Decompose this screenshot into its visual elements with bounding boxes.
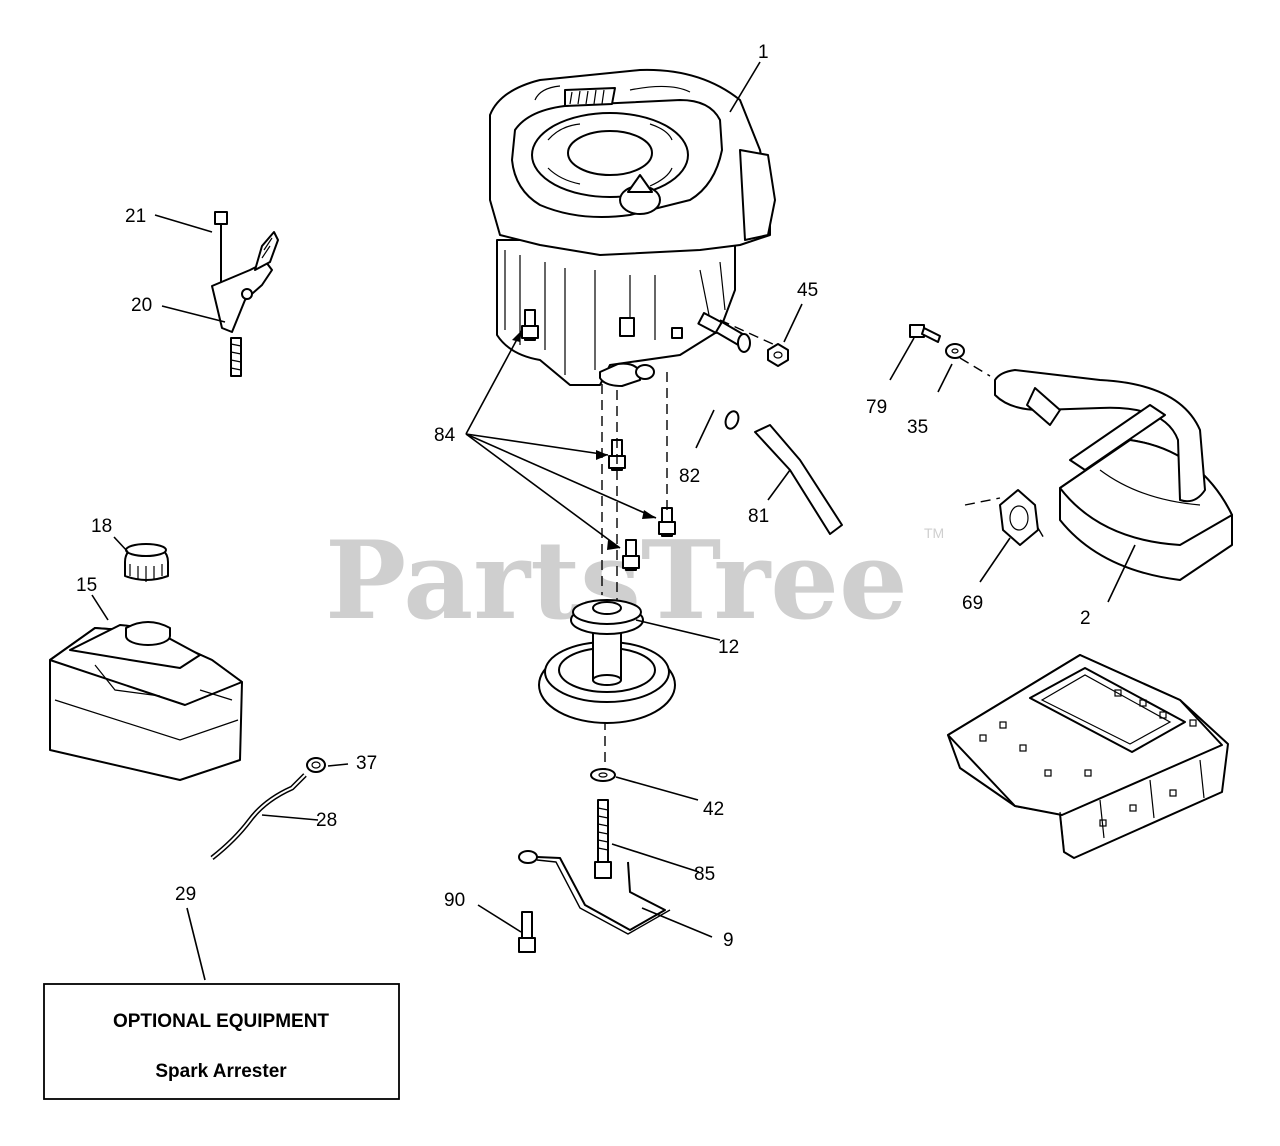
callout-82: 82 bbox=[679, 466, 700, 487]
callout-1: 1 bbox=[758, 42, 769, 63]
callout-37: 37 bbox=[356, 753, 377, 774]
callout-12: 12 bbox=[718, 637, 739, 658]
pulley-bolt[interactable] bbox=[594, 799, 612, 879]
optional-equipment-title: OPTIONAL EQUIPMENT bbox=[113, 1011, 329, 1032]
callout-81: 81 bbox=[748, 506, 769, 527]
callout-90: 90 bbox=[444, 890, 465, 911]
callout-29: 29 bbox=[175, 884, 196, 905]
callout-20: 20 bbox=[131, 295, 152, 316]
callout-2: 2 bbox=[1080, 608, 1091, 629]
callout-84: 84 bbox=[434, 425, 456, 446]
engine[interactable] bbox=[489, 68, 776, 387]
bracket-rod[interactable] bbox=[518, 850, 671, 935]
engine-mount-plate[interactable] bbox=[947, 654, 1229, 859]
callout-35: 35 bbox=[907, 417, 928, 438]
callout-21: 21 bbox=[125, 206, 146, 227]
callout-28: 28 bbox=[316, 810, 337, 831]
leader-lines bbox=[91, 61, 1136, 981]
watermark-trademark: TM bbox=[924, 525, 944, 541]
fuel-cap[interactable] bbox=[124, 543, 169, 582]
optional-equipment-box: OPTIONAL EQUIPMENT Spark Arrester bbox=[43, 983, 400, 1100]
fuel-tank[interactable] bbox=[49, 621, 243, 781]
callout-labels: 1 2 9 12 15 18 20 21 28 29 35 37 42 45 6… bbox=[76, 42, 1091, 951]
callout-18: 18 bbox=[91, 516, 112, 537]
callout-45: 45 bbox=[797, 280, 818, 301]
hose-clamp[interactable] bbox=[306, 757, 326, 773]
optional-equipment-item: Spark Arrester bbox=[155, 1061, 287, 1082]
callout-42: 42 bbox=[703, 799, 724, 820]
oil-drain-fitting[interactable] bbox=[697, 312, 751, 431]
muffler-washer[interactable] bbox=[945, 343, 965, 359]
lock-nut[interactable] bbox=[767, 343, 789, 367]
fuel-line[interactable] bbox=[210, 773, 307, 860]
bolt-90[interactable] bbox=[518, 911, 536, 953]
engine-pulley[interactable] bbox=[538, 599, 676, 724]
muffler-bolt[interactable] bbox=[909, 324, 941, 343]
exhaust-gasket[interactable] bbox=[999, 489, 1039, 546]
washer[interactable] bbox=[590, 768, 616, 782]
muffler[interactable] bbox=[994, 369, 1233, 581]
callout-69: 69 bbox=[962, 593, 983, 614]
callout-9: 9 bbox=[723, 930, 734, 951]
callout-15: 15 bbox=[76, 575, 97, 596]
callout-79: 79 bbox=[866, 397, 887, 418]
callout-85: 85 bbox=[694, 864, 715, 885]
throttle-control-bracket[interactable] bbox=[211, 211, 279, 377]
